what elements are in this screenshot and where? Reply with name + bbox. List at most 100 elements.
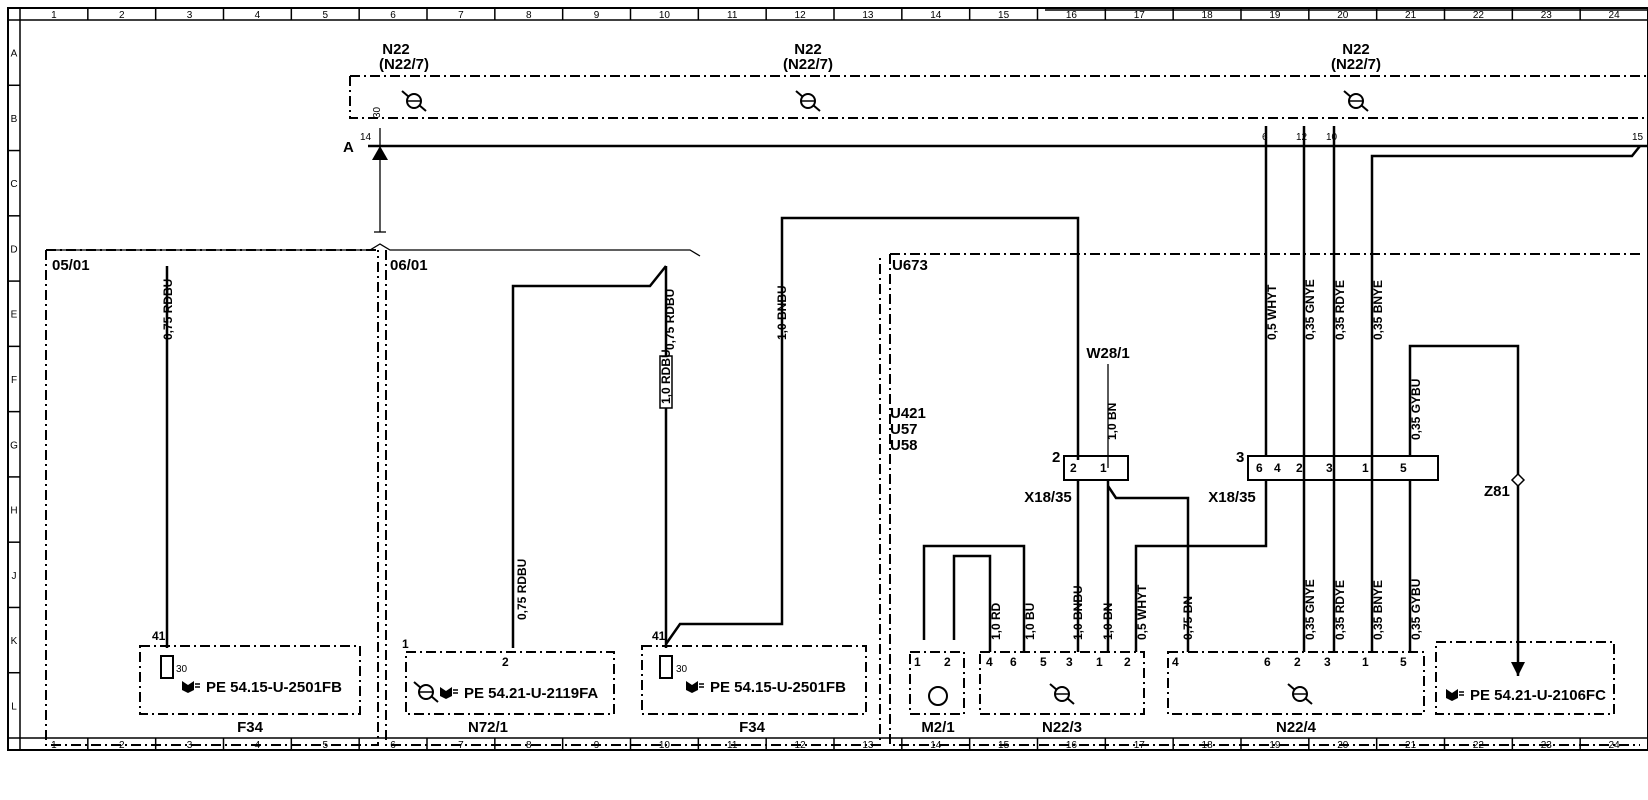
pin-label: 2: [1296, 461, 1303, 475]
wire: [952, 554, 992, 652]
pin-label: 6: [1264, 655, 1271, 669]
component-box: [405, 651, 615, 715]
outer-frame: [7, 7, 1648, 751]
grid-column-label: 8: [526, 10, 532, 21]
grid-row-label: K: [11, 636, 18, 647]
n22-title-center: N22: [794, 41, 822, 58]
wire: [664, 216, 1080, 645]
component-name: N22/4: [1276, 719, 1317, 736]
wire-label: 0,5 WHYT: [1265, 284, 1279, 340]
component-name: M2/1: [921, 719, 954, 736]
wire-label: 1,0 BU: [1023, 603, 1037, 640]
component-box: [1167, 651, 1425, 715]
grid-column-label: 7: [458, 10, 464, 21]
pin-label: 15: [1632, 132, 1644, 143]
pin-label: 1: [914, 655, 921, 669]
grid-column-label: 2: [119, 10, 125, 21]
pin-label: 6: [1256, 461, 1263, 475]
wire-label: 1,0 RD: [989, 602, 1003, 640]
component-ref: PE 54.15-U-2501FB: [206, 679, 342, 696]
grid-row-label: C: [10, 179, 17, 190]
grid-row-label: G: [10, 440, 18, 451]
grid-column-label: 23: [1541, 10, 1553, 21]
wire-label: 0,35 GNYE: [1303, 579, 1317, 640]
connector-label: X18/35: [1024, 489, 1072, 506]
pin-label: 5: [1040, 655, 1047, 669]
pin-label: 2: [502, 655, 509, 669]
pin-label: 2: [1070, 461, 1077, 475]
component-ref: PE 54.21-U-2119FA: [464, 685, 598, 702]
component-name: F34: [237, 719, 264, 736]
splice-marker: [1510, 472, 1526, 488]
n22-title-left: N22: [382, 41, 410, 58]
grid-column-label: 22: [1473, 10, 1485, 21]
pin-label: 1: [402, 637, 409, 651]
fuse-block: [139, 645, 361, 715]
grid-column-label: 5: [322, 10, 328, 21]
section-label: U673: [892, 257, 928, 274]
component-name: N22/3: [1042, 719, 1082, 736]
grid-column-label: 24: [1609, 10, 1621, 21]
control-unit-icon: [1343, 90, 1369, 112]
connector-number: 3: [1236, 449, 1244, 466]
wire-label: 0,35 GYBU: [1409, 579, 1423, 640]
grid-column-label: 9: [594, 10, 600, 21]
grid-column-label: 14: [930, 10, 942, 21]
wire-label: 0,35 GYBU: [1409, 379, 1423, 440]
grid-column-label: 19: [1269, 740, 1281, 751]
wire: [1408, 344, 1520, 676]
reference-book-icon: [181, 680, 201, 694]
section-frame-06-01: [385, 250, 881, 746]
wire-label: 0,35 RDYE: [1333, 580, 1347, 640]
reference-book-icon: [1445, 688, 1465, 702]
section-label: 05/01: [52, 257, 90, 274]
wire-label: 0,75 RDBU: [663, 289, 677, 350]
connector-label: W28/1: [1086, 345, 1129, 362]
wire-label: 0,35 BNYE: [1371, 280, 1385, 340]
grid-row-label: H: [10, 506, 17, 517]
fuse-symbol: [659, 655, 673, 679]
junction-arrow: [372, 146, 388, 160]
pin-label: 1: [1096, 655, 1103, 669]
grid-column-label: 18: [1202, 10, 1214, 21]
variant-label: U58: [890, 437, 918, 454]
grid-column-label: 20: [1337, 10, 1349, 21]
wire: [1106, 485, 1190, 652]
n22-module-box: [349, 75, 1648, 119]
grid-row-label: F: [11, 375, 17, 386]
reference-book-icon: [685, 680, 705, 694]
grid-column-label: 21: [1405, 740, 1417, 751]
component-ref: PE 54.21-U-2106FC: [1470, 687, 1606, 704]
variant-label: U421: [890, 405, 926, 422]
wire: [511, 265, 667, 648]
wire-label: 1,0 BNBU: [775, 285, 789, 340]
wire-label: 0,75 RDBU: [515, 559, 529, 620]
wire-label: 1,0 BN: [1101, 603, 1115, 640]
wire-label: 0,35 RDYE: [1333, 280, 1347, 340]
grid-column-label: 3: [187, 740, 193, 751]
wire-label: 0,5 WHYT: [1135, 584, 1149, 640]
pin-label: 2: [1124, 655, 1131, 669]
motor-icon: [928, 686, 948, 706]
wire-arrow: [1511, 662, 1525, 676]
section-frame-05-01: [45, 249, 379, 746]
pin-label: 10: [1326, 132, 1338, 143]
grid-column-label: 15: [998, 10, 1010, 21]
grid-column-label: 17: [1134, 10, 1146, 21]
pin-label: 2: [944, 655, 951, 669]
grid-column-label: 12: [795, 10, 807, 21]
grid-column-label: 6: [390, 10, 396, 21]
grid-column-label: 8: [526, 740, 532, 751]
n22-subtitle-center: (N22/7): [783, 56, 833, 73]
wire: [922, 544, 1026, 652]
grid-column-label: 13: [862, 10, 874, 21]
pin-label: 3: [1324, 655, 1331, 669]
component-ref: PE 54.15-U-2501FB: [710, 679, 846, 696]
grid-row-label: J: [12, 571, 17, 582]
grid-column-label: 13: [862, 740, 874, 751]
component-box: [979, 651, 1145, 715]
grid-column-label: 19: [1269, 10, 1281, 21]
fuse-block: [641, 645, 867, 715]
pin-label: 41: [152, 629, 166, 643]
